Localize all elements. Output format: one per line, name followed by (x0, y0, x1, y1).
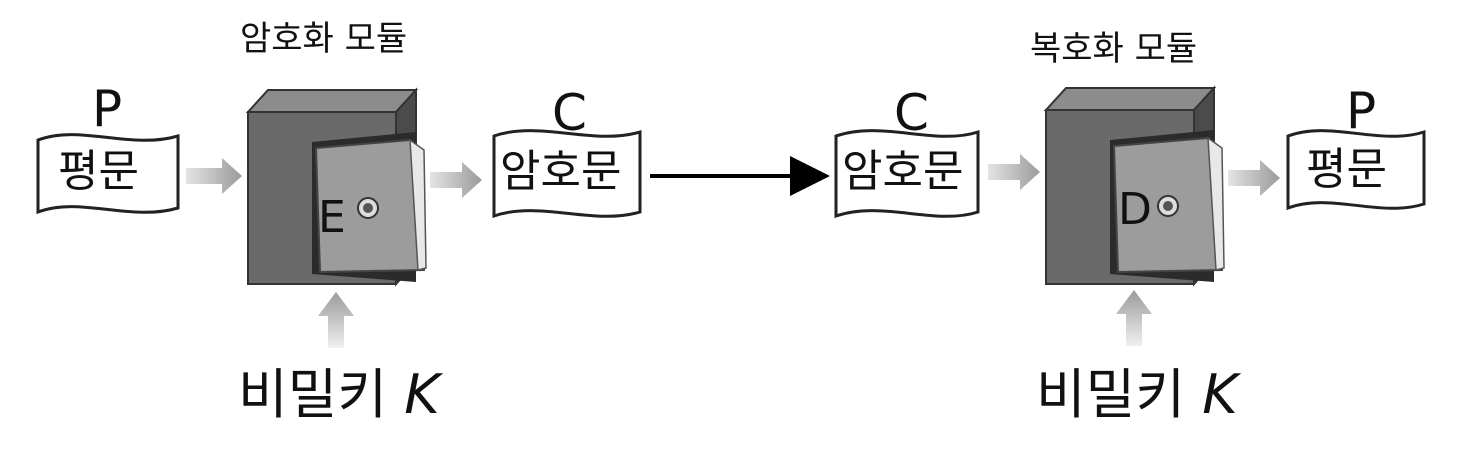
arrow-plaintext-to-encrypt (186, 158, 242, 194)
encrypt-safe (245, 87, 427, 287)
arrow-ciphertext-to-decrypt (988, 154, 1040, 190)
plaintext-label-out: 평문 (1306, 144, 1387, 195)
ciphertext-document-out (492, 129, 642, 219)
ciphertext-label-out: 암호문 (500, 146, 622, 197)
decrypt-key-symbol: K (1202, 363, 1238, 426)
plaintext-label: 평문 (58, 146, 139, 197)
encrypt-key-symbol: K (404, 363, 440, 426)
decrypt-module-title: 복호화 모듈 (1030, 29, 1198, 69)
plaintext-document (36, 133, 180, 215)
encrypt-secret-key-label: 비밀키 K (238, 368, 440, 422)
decrypt-key-text: 비밀키 (1036, 363, 1186, 426)
ciphertext-symbol-in: C (894, 84, 929, 142)
plaintext-symbol-out: P (1346, 82, 1377, 140)
encrypt-module-title: 암호화 모듈 (240, 19, 408, 59)
arrow-encrypt-to-ciphertext (430, 162, 482, 198)
key-arrow-encrypt (318, 292, 354, 348)
plaintext-symbol: P (92, 80, 123, 138)
encrypt-key-text: 비밀키 (238, 363, 388, 426)
decrypt-safe (1043, 85, 1225, 287)
key-arrow-decrypt (1116, 290, 1152, 346)
decrypt-secret-key-label: 비밀키 K (1036, 368, 1238, 422)
decrypt-safe-letter: D (1118, 184, 1152, 235)
arrow-decrypt-to-plaintext (1228, 160, 1280, 196)
ciphertext-label-in: 암호문 (842, 146, 964, 197)
plaintext-document-out (1286, 129, 1426, 211)
ciphertext-symbol-out: C (552, 84, 587, 142)
encrypt-safe-letter: E (318, 192, 346, 243)
ciphertext-document-in (834, 129, 980, 219)
